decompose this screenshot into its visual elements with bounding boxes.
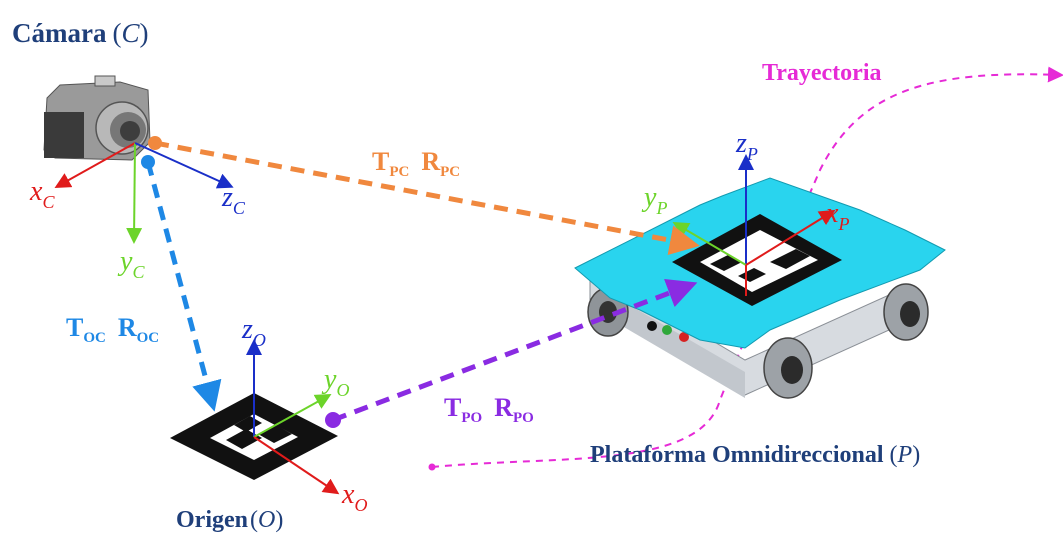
camera-title: Cámara(C) (12, 18, 149, 48)
black-button (647, 321, 657, 331)
trajectory-start-dot (428, 463, 436, 471)
platform-x-axis (745, 209, 836, 266)
camera-x-axis (54, 142, 136, 188)
camera-z-axis (134, 142, 234, 189)
origin-title: Origen(O) (176, 507, 283, 533)
trajectory-curve (431, 66, 1063, 468)
origin-y-label: yO (321, 364, 349, 400)
transform-po-arrow (332, 279, 698, 423)
camera-icon (43, 75, 151, 161)
green-button (662, 325, 672, 335)
camera-y-label: yC (117, 246, 145, 282)
transform-pc-start-dot (148, 136, 162, 150)
transform-oc-start-dot (141, 155, 155, 169)
platform-title: Plataforma Omnidireccional(P) (590, 442, 920, 468)
platform-x-label: xP (825, 198, 849, 234)
wheel-rear-right (883, 283, 929, 341)
red-button (679, 332, 689, 342)
wheel-front-right (763, 337, 813, 399)
origin-x-label: xO (341, 479, 367, 515)
origin-z-label: zO (241, 314, 266, 350)
trajectory-title: Trayectoria (762, 60, 882, 86)
origin-y-axis (253, 394, 332, 438)
camera-z-label: zC (221, 182, 246, 218)
transform-po-start-dot (325, 412, 341, 428)
origin-x-axis (253, 436, 340, 495)
omni-platform-robot (574, 177, 946, 399)
camera-y-axis (126, 142, 143, 244)
platform-y-label: yP (641, 182, 667, 218)
platform-z-label: zP (735, 128, 758, 164)
transform-oc-arrow (145, 161, 222, 412)
camera-x-label: xC (29, 176, 55, 212)
